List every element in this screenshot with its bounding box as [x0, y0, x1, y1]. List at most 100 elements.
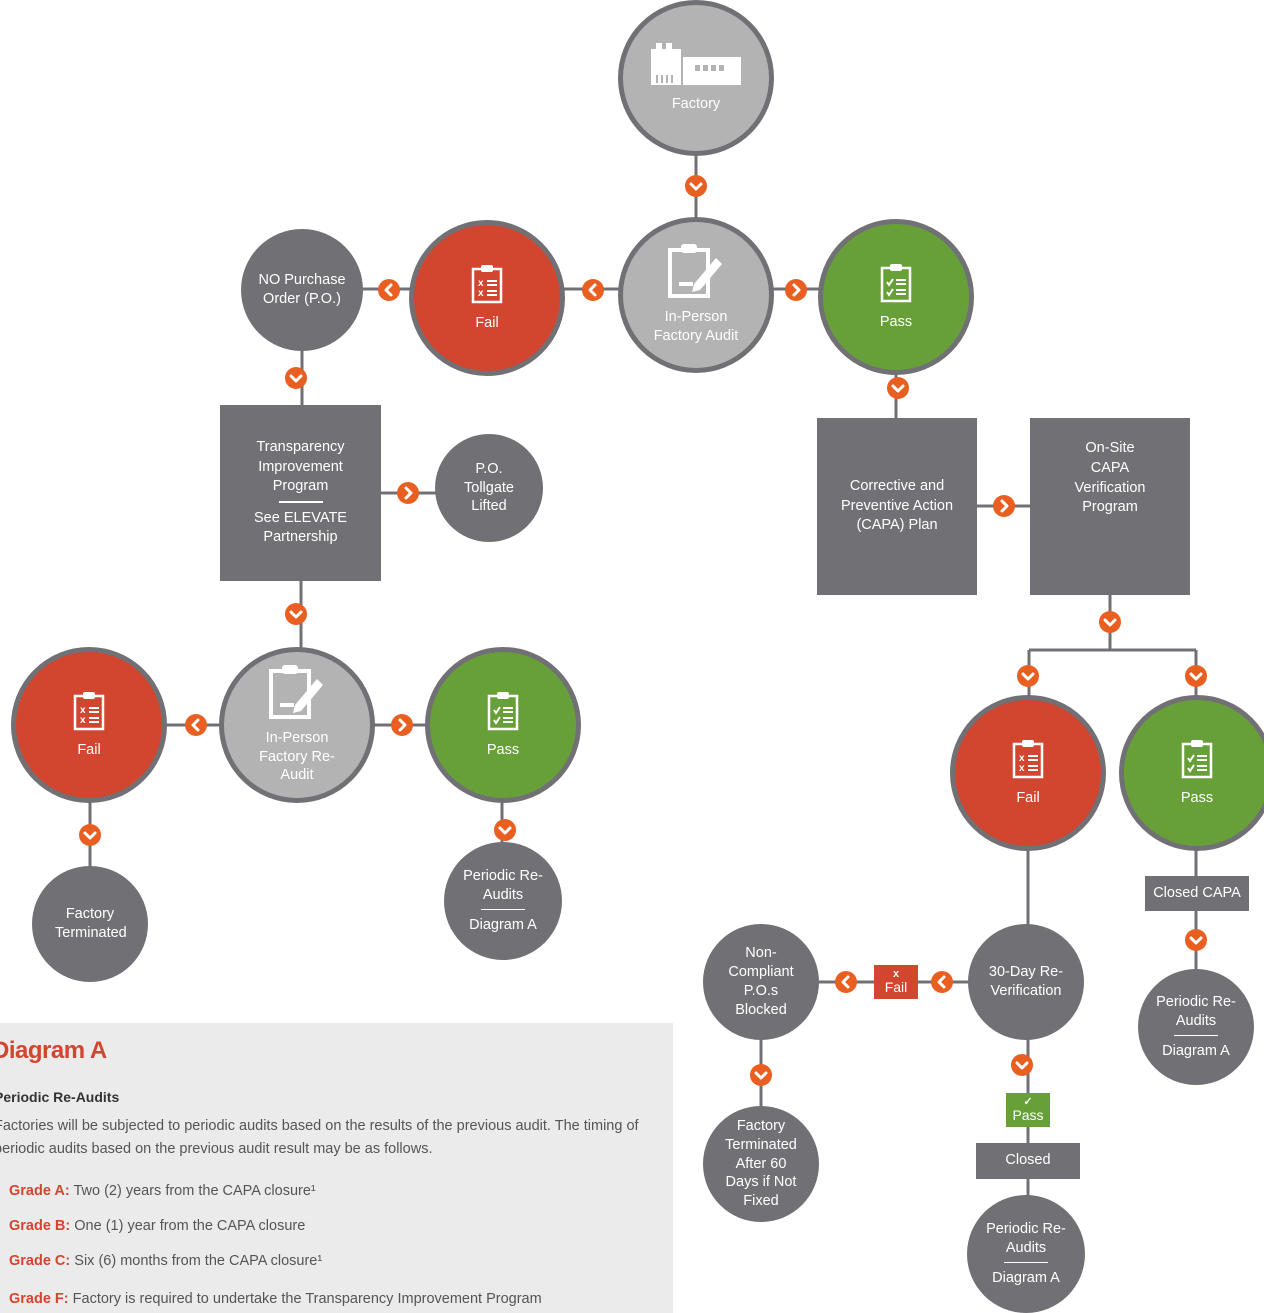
reverification-label: 30-Day Re-Verification: [988, 964, 1064, 999]
grade-f-item: Grade F: Factory is required to undertak…: [9, 1291, 542, 1307]
pass-tag-label: Pass: [1012, 1107, 1044, 1124]
grade-a-item: Grade A: Two (2) years from the CAPA clo…: [9, 1183, 316, 1199]
pass-clipboard-icon: [487, 691, 519, 730]
pass-mid-node: Pass: [425, 647, 581, 803]
capa-verification-box: On-Site CAPA Verification Program: [1030, 418, 1190, 595]
reaudit-node: In-Person Factory Re-Audit: [219, 647, 375, 803]
periodic-bottom-node: Periodic Re-Audits Diagram A: [967, 1195, 1085, 1313]
fail-tag: x Fail: [874, 965, 918, 999]
grade-c-item: Grade C: Six (6) months from the CAPA cl…: [9, 1253, 322, 1269]
tip-divider: [278, 501, 323, 503]
pass-top-node: Pass: [818, 219, 974, 375]
closed-label: Closed: [1005, 1152, 1051, 1169]
pass-tag: ✓ Pass: [1006, 1093, 1050, 1127]
pass-clipboard-icon: [1181, 739, 1213, 778]
reaudit-clipboard-icon: [269, 664, 323, 719]
reverification-node: 30-Day Re-Verification: [968, 924, 1084, 1040]
no-po-node: NO Purchase Order (P.O.): [241, 229, 363, 351]
grade-b-item: Grade B: One (1) year from the CAPA clos…: [9, 1218, 305, 1234]
pass-right-node: Pass: [1119, 695, 1264, 851]
fail-right-label: Fail: [1016, 789, 1040, 806]
factory-node: Factory: [618, 0, 774, 156]
svg-text:x: x: [478, 288, 484, 299]
periodic-right-title: Periodic Re-Audits: [1156, 993, 1236, 1029]
pass-mid-label: Pass: [486, 741, 520, 758]
chevron-down-icon: [494, 819, 516, 841]
periodic-right-subtitle: Diagram A: [1162, 1043, 1230, 1060]
grade-c-label: Grade C:: [9, 1253, 71, 1269]
chevron-down-icon: [1011, 1054, 1033, 1076]
factory-terminated-60-node: Factory Terminated After 60 Days if Not …: [703, 1106, 819, 1222]
closed-box: Closed: [976, 1143, 1080, 1179]
chevron-left-icon: [835, 971, 857, 993]
chevron-down-icon: [1185, 665, 1207, 687]
chevron-left-icon: [378, 279, 400, 301]
chevron-down-icon: [285, 367, 307, 389]
chevron-down-icon: [750, 1064, 772, 1086]
periodic-right-node: Periodic Re-Audits Diagram A: [1138, 969, 1254, 1085]
fail-top-label: Fail: [475, 314, 499, 331]
chevron-down-icon: [685, 175, 707, 197]
pass-clipboard-icon: [880, 263, 912, 302]
po-lifted-node: P.O. Tollgate Lifted: [435, 434, 543, 542]
diagram-a-panel: Diagram A Periodic Re-Audits Factories w…: [0, 1023, 673, 1313]
reaudit-label: In-Person Factory Re-Audit: [259, 729, 335, 784]
svg-text:x: x: [1019, 763, 1025, 774]
non-compliant-label: Non-Compliant P.O.s Blocked: [728, 945, 794, 1018]
grade-b-label: Grade B:: [9, 1218, 71, 1234]
chevron-down-icon: [887, 377, 909, 399]
chevron-down-icon: [1099, 611, 1121, 633]
pass-mark-icon: ✓: [1023, 1095, 1033, 1108]
diagram-a-subtitle: Periodic Re-Audits: [0, 1089, 120, 1105]
audit-label: In-Person Factory Audit: [653, 309, 739, 344]
grade-f-label: Grade F:: [9, 1291, 69, 1307]
factory-terminated-60-label: Factory Terminated After 60 Days if Not …: [725, 1117, 797, 1210]
periodic-mid-subtitle: Diagram A: [469, 917, 537, 934]
chevron-left-icon: [185, 714, 207, 736]
chevron-right-icon: [397, 482, 419, 504]
diagram-a-description: Factories will be subjected to periodic …: [0, 1118, 639, 1158]
no-po-label: NO Purchase Order (P.O.): [258, 272, 346, 307]
chevron-down-icon: [1185, 929, 1207, 951]
periodic-mid-title: Periodic Re-Audits: [463, 867, 543, 903]
factory-terminated-node: Factory Terminated: [32, 866, 148, 982]
capa-plan-label: Corrective and Preventive Action (CAPA) …: [840, 478, 954, 534]
fail-right-node: x x Fail: [950, 695, 1106, 851]
tip-subtitle: See ELEVATE Partnership: [254, 509, 347, 546]
svg-text:x: x: [1019, 753, 1025, 764]
grade-c-text: Six (6) months from the CAPA closure¹: [70, 1253, 323, 1269]
chevron-left-icon: [931, 971, 953, 993]
chevron-left-icon: [582, 279, 604, 301]
fail-top-node: x x Fail: [409, 220, 565, 376]
svg-text:x: x: [80, 705, 86, 716]
grade-a-label: Grade A:: [9, 1183, 70, 1199]
chevron-down-icon: [285, 603, 307, 625]
pass-right-label: Pass: [1180, 789, 1214, 806]
grade-a-text: Two (2) years from the CAPA closure¹: [69, 1183, 316, 1199]
tip-box: Transparency Improvement Program See ELE…: [220, 405, 381, 581]
audit-node: In-Person Factory Audit: [618, 217, 774, 373]
fail-left-node: x x Fail: [11, 647, 167, 803]
chevron-down-icon: [79, 824, 101, 846]
diagram-a-title: Diagram A: [0, 1037, 107, 1064]
svg-text:x: x: [478, 278, 484, 289]
factory-icon: [651, 42, 741, 85]
factory-label: Factory: [671, 95, 721, 112]
factory-terminated-label: Factory Terminated: [55, 906, 127, 941]
audit-clipboard-icon: [668, 244, 722, 299]
fail-left-label: Fail: [77, 741, 101, 758]
non-compliant-node: Non-Compliant P.O.s Blocked: [703, 924, 819, 1040]
periodic-bottom-divider: [1004, 1261, 1048, 1264]
fail-clipboard-icon: x x: [73, 691, 105, 730]
fail-mark-icon: x: [892, 967, 900, 980]
closed-capa-box: Closed CAPA: [1145, 876, 1249, 911]
periodic-right-divider: [1174, 1034, 1218, 1037]
chevron-right-icon: [993, 495, 1015, 517]
periodic-bottom-subtitle: Diagram A: [992, 1270, 1060, 1287]
grade-b-text: One (1) year from the CAPA closure: [70, 1218, 306, 1234]
capa-plan-box: Corrective and Preventive Action (CAPA) …: [817, 418, 977, 595]
capa-verification-label: On-Site CAPA Verification Program: [1074, 440, 1146, 516]
chevron-right-icon: [785, 279, 807, 301]
periodic-bottom-title: Periodic Re-Audits: [986, 1220, 1066, 1256]
